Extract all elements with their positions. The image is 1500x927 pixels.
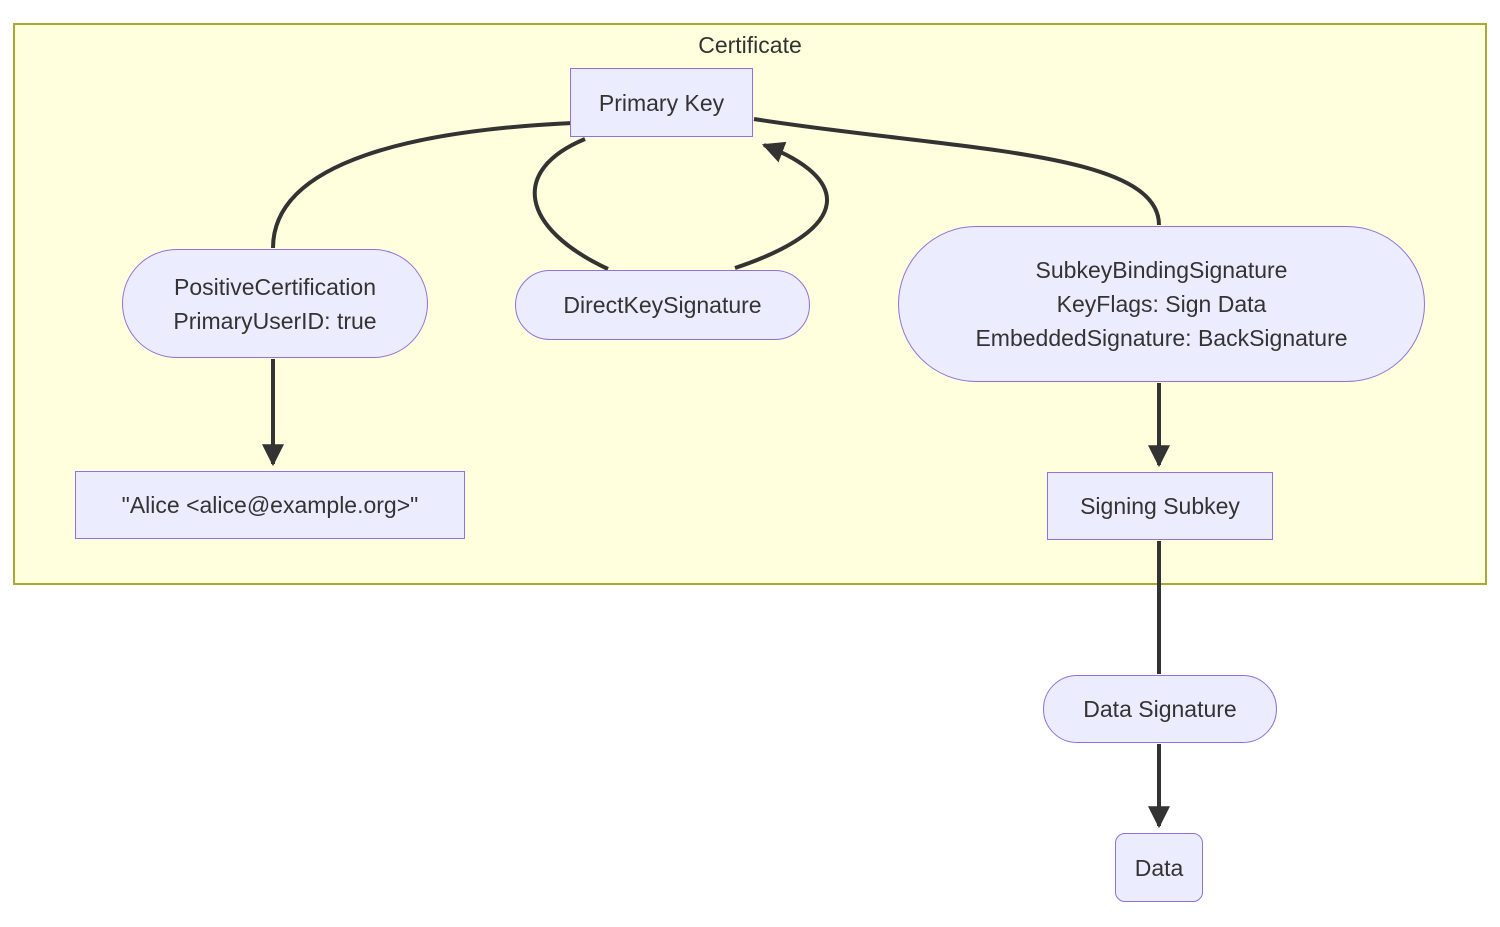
node-data-signature-label: Data Signature [1083, 696, 1237, 722]
node-user-id-alice: "Alice <alice@example.org>" [75, 471, 465, 539]
node-subkey-binding-signature-line-3: EmbeddedSignature: BackSignature [975, 325, 1348, 351]
node-signing-subkey-label: Signing Subkey [1080, 493, 1240, 519]
node-user-id-alice-label: "Alice <alice@example.org>" [121, 492, 419, 518]
node-subkey-binding-signature: SubkeyBindingSignature KeyFlags: Sign Da… [898, 226, 1425, 382]
node-signing-subkey: Signing Subkey [1047, 472, 1273, 540]
node-data: Data [1115, 833, 1203, 902]
node-subkey-binding-signature-line-1: SubkeyBindingSignature [1035, 257, 1288, 283]
node-data-label: Data [1134, 854, 1184, 881]
certificate-cluster-label: Certificate [698, 32, 802, 58]
node-subkey-binding-signature-line-2: KeyFlags: Sign Data [1056, 291, 1267, 317]
node-direct-key-signature-label: DirectKeySignature [563, 292, 762, 318]
node-data-signature: Data Signature [1043, 675, 1277, 743]
node-positive-certification: PositiveCertification PrimaryUserID: tru… [122, 249, 428, 358]
node-direct-key-signature: DirectKeySignature [515, 270, 810, 340]
node-positive-certification-line-2: PrimaryUserID: true [173, 307, 377, 334]
node-primary-key-label: Primary Key [598, 89, 725, 116]
node-positive-certification-line-1: PositiveCertification [174, 273, 376, 300]
node-primary-key: Primary Key [570, 68, 753, 137]
